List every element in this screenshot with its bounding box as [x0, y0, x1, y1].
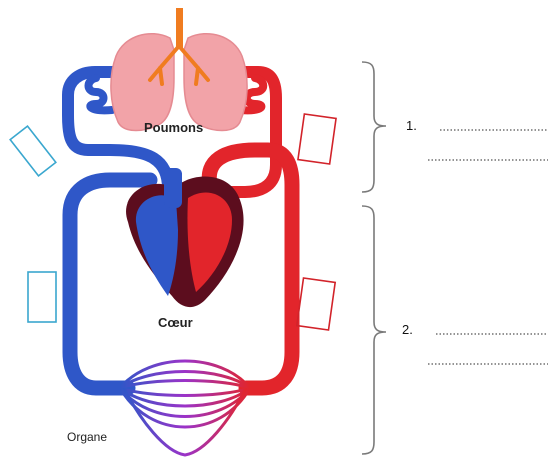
heart-icon	[126, 168, 244, 307]
capillary-network-icon	[120, 361, 250, 455]
question-number-2: 2.	[402, 322, 413, 337]
answer-box-vena-cava[interactable]	[28, 272, 56, 322]
bracket-2	[362, 206, 386, 454]
left-pulmonary-coils	[89, 78, 113, 110]
organ-label: Organe	[67, 430, 107, 444]
answer-box-pulmonary-vein[interactable]	[298, 114, 336, 164]
lungs-label: Poumons	[144, 120, 203, 135]
bracket-1	[362, 62, 386, 192]
heart-label: Cœur	[158, 315, 193, 330]
lungs-icon	[111, 8, 247, 131]
answer-box-aorta[interactable]	[297, 278, 335, 330]
answer-box-pulmonary-artery[interactable]	[10, 126, 56, 176]
question-number-1: 1.	[406, 118, 417, 133]
